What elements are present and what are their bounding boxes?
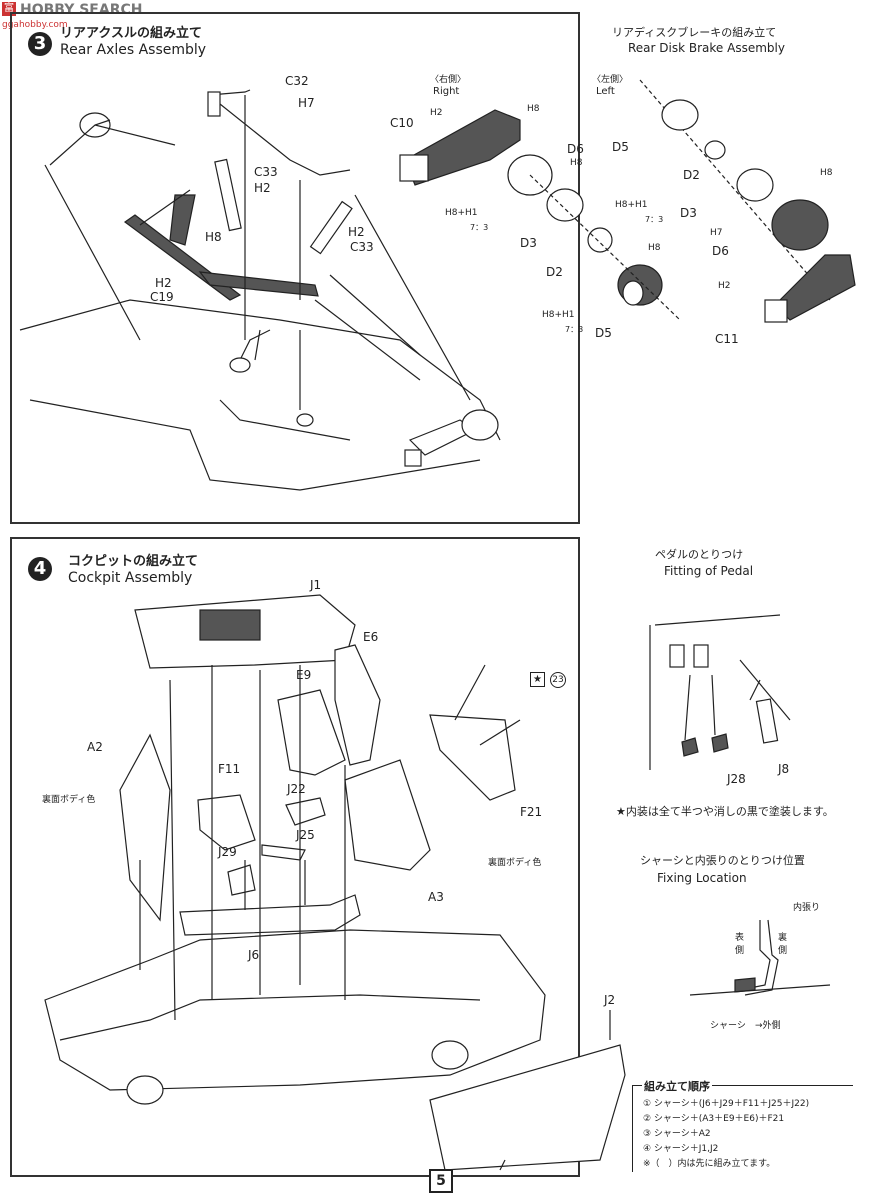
brake-label-h8-r1: H8 bbox=[527, 104, 540, 114]
order-item-1: ① シャーシ＋(J6＋J29＋F11＋J25＋J22) bbox=[643, 1099, 810, 1109]
step4-frame bbox=[10, 537, 580, 1177]
brake-label-d3-l: D3 bbox=[680, 206, 697, 220]
order-title: 組み立て順序 bbox=[642, 1078, 712, 1094]
brake-label-h7-l: H7 bbox=[710, 228, 723, 238]
step3-label-h7: H7 bbox=[298, 96, 315, 110]
step3-label-c32: C32 bbox=[285, 74, 309, 88]
step3-label-c33a: C33 bbox=[254, 165, 278, 179]
brake-label-c11: C11 bbox=[715, 332, 739, 346]
pedal-label-j28: J28 bbox=[727, 772, 746, 786]
step4-label-j2: J2 bbox=[604, 993, 616, 1007]
fixing-label-outside: →外側 bbox=[755, 1021, 781, 1031]
brake-label-h2-l: H2 bbox=[718, 281, 731, 291]
right-label-jp: 〈右側〉 bbox=[430, 75, 467, 85]
step4-label-j25: J25 bbox=[296, 828, 315, 842]
order-note: ※（ ）内は先に組み立てます。 bbox=[643, 1159, 776, 1169]
watermark-url: ggahobby.com bbox=[2, 20, 68, 30]
disk-brake-title-en: Rear Disk Brake Assembly bbox=[628, 41, 785, 55]
right-label-en: Right bbox=[433, 86, 460, 97]
step4-label-e9: E9 bbox=[296, 668, 312, 682]
brake-label-d5-r: D5 bbox=[595, 326, 612, 340]
order-item-3: ③ シャーシ＋A2 bbox=[643, 1129, 711, 1139]
brake-label-h2-r: H2 bbox=[430, 108, 443, 118]
step4-star-marker: ★ bbox=[530, 672, 545, 687]
fixing-label-chassis: シャーシ bbox=[710, 1021, 746, 1031]
step4-number: 4 bbox=[28, 557, 52, 581]
step4-label-a2: A2 bbox=[87, 740, 103, 754]
disk-brake-title-jp: リアディスクブレーキの組み立て bbox=[612, 26, 777, 39]
brake-label-h8h1-a: H8+H1 bbox=[445, 208, 478, 218]
step3-label-h2a: H2 bbox=[254, 181, 271, 195]
step3-label-c19: C19 bbox=[150, 290, 174, 304]
brake-label-d5-l: D5 bbox=[612, 140, 629, 154]
brake-label-h8-r3: H8 bbox=[648, 243, 661, 253]
step4-label-j1: J1 bbox=[310, 578, 322, 592]
pedal-title-en: Fitting of Pedal bbox=[664, 564, 754, 578]
left-label-jp: 〈左側〉 bbox=[592, 75, 629, 85]
brake-label-d2-r: D2 bbox=[546, 265, 563, 279]
fixing-label-lining: 内張り bbox=[793, 903, 821, 913]
step3-label-c33b: C33 bbox=[350, 240, 374, 254]
brake-ratio-b: 7：3 bbox=[645, 215, 664, 224]
step3-label-h2b: H2 bbox=[155, 276, 172, 290]
step4-label-j6: J6 bbox=[248, 948, 260, 962]
step4-marker-number: 23 bbox=[550, 672, 566, 688]
step3-title-en: Rear Axles Assembly bbox=[60, 42, 207, 58]
brake-label-h8h1-c: H8+H1 bbox=[542, 310, 575, 320]
paint-note: ★内装は全て半つや消しの黒で塗装します。 bbox=[616, 805, 834, 818]
watermark-site: HOBBY SEARCH bbox=[20, 2, 143, 18]
brake-label-d2-l: D2 bbox=[683, 168, 700, 182]
fixing-title-en: Fixing Location bbox=[657, 871, 747, 885]
brake-label-c10: C10 bbox=[390, 116, 414, 130]
step3-number: 3 bbox=[28, 32, 52, 56]
step3-title-jp: リアアクスルの組み立て bbox=[60, 26, 202, 41]
step4-label-f21: F21 bbox=[520, 805, 543, 819]
step4-label-j29: J29 bbox=[218, 845, 237, 859]
brake-label-h8-l: H8 bbox=[820, 168, 833, 178]
brake-ratio-a: 7：3 bbox=[470, 223, 489, 232]
step3-label-h2c: H2 bbox=[348, 225, 365, 239]
order-box bbox=[632, 1085, 853, 1172]
brake-label-d6-r: D6 bbox=[567, 142, 584, 156]
brake-ratio-c: 7：3 bbox=[565, 325, 584, 334]
step4-label-j22: J22 bbox=[287, 782, 306, 796]
fixing-label-back: 裏側 bbox=[778, 933, 788, 956]
step3-frame bbox=[10, 12, 580, 524]
step4-title-en: Cockpit Assembly bbox=[68, 570, 193, 586]
page-number: 5 bbox=[429, 1169, 453, 1193]
step4-label-f11: F11 bbox=[218, 762, 241, 776]
fixing-label-front: 表側 bbox=[735, 933, 745, 956]
brake-label-h8h1-b: H8+H1 bbox=[615, 200, 648, 210]
pedal-label-j8: J8 bbox=[778, 762, 790, 776]
step3-label-h8: H8 bbox=[205, 230, 222, 244]
order-item-4: ④ シャーシ＋J1,J2 bbox=[643, 1144, 719, 1154]
brake-label-h8-r2: H8 bbox=[570, 158, 583, 168]
step4-label-a3: A3 bbox=[428, 890, 444, 904]
step4-label-body-color-f21: 裏面ボディ色 bbox=[488, 858, 542, 868]
order-item-2: ② シャーシ＋(A3＋E9＋E6)＋F21 bbox=[643, 1114, 785, 1124]
brake-label-d6-l: D6 bbox=[712, 244, 729, 258]
step4-label-e6: E6 bbox=[363, 630, 379, 644]
pedal-title-jp: ペダルのとりつけ bbox=[655, 548, 744, 561]
fixing-title-jp: シャーシと内張りのとりつけ位置 bbox=[640, 854, 805, 867]
left-label-en: Left bbox=[596, 86, 615, 97]
step4-title-jp: コクピットの組み立て bbox=[68, 554, 199, 569]
step4-label-body-color-a2: 裏面ボディ色 bbox=[42, 795, 96, 805]
brake-label-d3-r: D3 bbox=[520, 236, 537, 250]
